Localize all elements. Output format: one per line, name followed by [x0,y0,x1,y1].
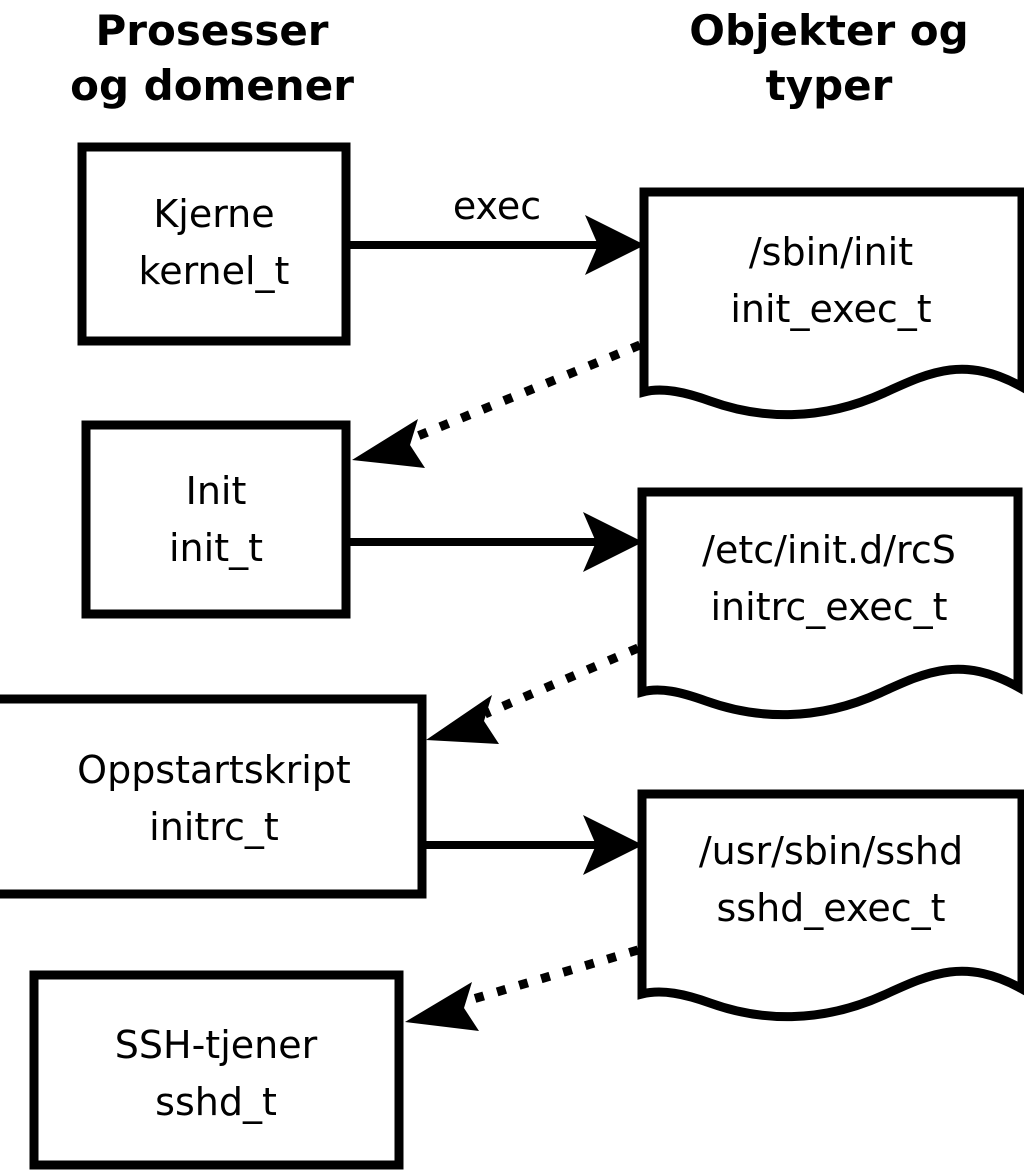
process-node-kernel-box [77,142,351,346]
edge-sshd-exec-transition-sshd [405,945,640,1031]
object-node-sshd-exec-shape [637,789,1024,1022]
arrowhead-initrc-transition [426,695,499,744]
arrowhead-sshd-transition [405,982,479,1031]
object-node-initrc-exec-line2: initrc_exec_t [711,585,948,629]
object-node-init-exec-line2: init_exec_t [730,287,931,331]
process-node-sshd-line2: sshd_t [155,1080,277,1124]
edge-line-initrc-transition [483,643,640,719]
process-node-kernel-line1: Kjerne [153,192,274,236]
edge-line-init-transition [406,340,642,445]
arrowhead-kernel-exec [585,215,645,275]
arrowhead-init-transition [352,419,425,468]
object-node-init-exec-shape [639,187,1024,420]
edge-initrc-exec-transition-initrc [426,643,640,744]
process-node-init[interactable]: Init init_t [81,420,351,619]
process-node-sshd[interactable]: SSH-tjener sshd_t [29,970,404,1170]
arrowhead-init-exec [583,512,643,572]
process-node-init-box [81,420,351,619]
process-node-init-line2: init_t [169,526,263,570]
column-header-objects-line2: typer [766,61,893,110]
process-node-init-line1: Init [186,469,247,513]
process-node-initrc-box [0,694,427,899]
edge-kernel-exec-init-exec: exec [350,184,645,275]
object-node-initrc-exec[interactable]: /etc/init.d/rcS initrc_exec_t [637,487,1023,720]
edge-line-sshd-transition [468,945,640,1005]
column-header-processes-line2: og domener [70,61,354,110]
edge-initrc-exec-sshd-exec [426,815,643,875]
object-node-sshd-exec-line1: /usr/sbin/sshd [699,829,963,873]
object-node-sshd-exec-line2: sshd_exec_t [716,886,945,930]
edge-init-exec-transition-init [352,340,642,468]
process-node-initrc-line1: Oppstartskript [77,748,351,792]
process-node-sshd-line1: SSH-tjener [115,1023,318,1067]
arrowhead-initrc-exec [583,815,643,875]
column-header-processes: Prosesser og domener [70,6,354,110]
object-node-initrc-exec-shape [637,487,1023,720]
edge-label-exec: exec [453,184,541,228]
process-node-initrc-line2: initrc_t [149,805,279,849]
column-header-objects-line1: Objekter og [689,6,968,55]
object-node-sshd-exec[interactable]: /usr/sbin/sshd sshd_exec_t [637,789,1024,1022]
process-node-sshd-box [29,970,404,1170]
edge-init-exec-initrc-exec [350,512,643,572]
process-node-kernel[interactable]: Kjerne kernel_t [77,142,351,346]
object-node-initrc-exec-line1: /etc/init.d/rcS [702,528,956,572]
object-node-init-exec[interactable]: /sbin/init init_exec_t [639,187,1024,420]
object-node-init-exec-line1: /sbin/init [749,230,913,274]
column-header-processes-line1: Prosesser [95,6,328,55]
process-node-kernel-line2: kernel_t [139,249,290,293]
process-node-initrc[interactable]: Oppstartskript initrc_t [0,694,427,899]
column-header-objects: Objekter og typer [689,6,968,110]
